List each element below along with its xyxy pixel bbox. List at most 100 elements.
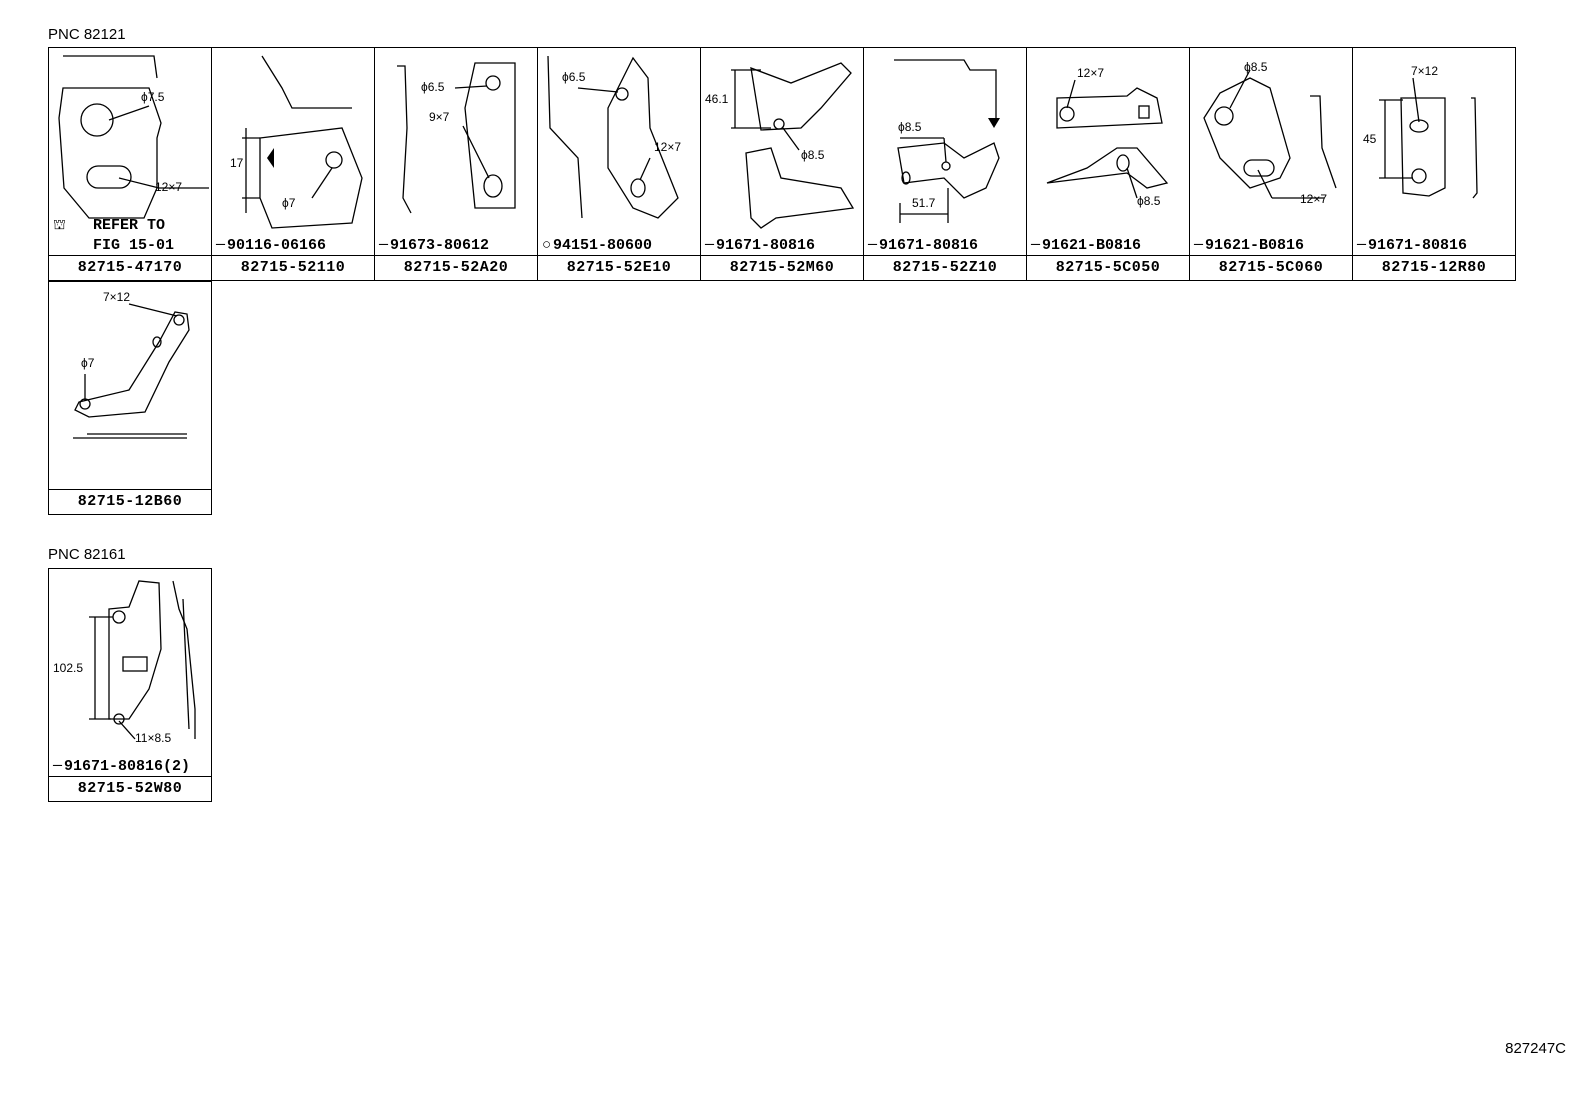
part-number: 82715-5C050 bbox=[1027, 255, 1189, 280]
bolt-icon: ─ bbox=[1031, 237, 1041, 254]
part-number: 82715-52M60 bbox=[701, 255, 863, 280]
dim-label: 51.7 bbox=[912, 196, 936, 210]
part-drawing: 7×12 45 bbox=[1353, 48, 1515, 255]
dim-label: 7×12 bbox=[1411, 64, 1439, 78]
part-drawing: 7×12 ϕ7 bbox=[49, 282, 211, 489]
bracket-drawing bbox=[242, 55, 363, 229]
part-drawing: 102.5 11×8.5 bbox=[49, 569, 211, 776]
part-number: 82715-52E10 bbox=[538, 255, 700, 280]
bolt-icon: ─ bbox=[1194, 237, 1204, 254]
part-drawing: ϕ6.5 9×7 bbox=[375, 48, 537, 255]
bracket-drawing bbox=[1379, 77, 1478, 199]
bracket-drawing bbox=[73, 303, 190, 439]
bolt-icon: ⛫ bbox=[53, 216, 66, 232]
dim-label: 11×8.5 bbox=[135, 731, 172, 745]
refer-line-2: FIG 15-01 bbox=[93, 237, 175, 254]
bolt-icon: ─ bbox=[705, 237, 715, 254]
bolt-icon: ─ bbox=[53, 758, 63, 775]
part-panel-82715-12B60[interactable]: 7×12 ϕ7 82715-12B60 bbox=[48, 281, 212, 515]
dim-label: ϕ7 bbox=[282, 196, 296, 210]
dim-label: 12×7 bbox=[1300, 192, 1328, 206]
refer-line-1: REFER TO bbox=[93, 217, 166, 234]
part-panel-82715-47170[interactable]: ϕ7.5 12×7 REFER TO FIG 15-01 ⛫ 82715-471… bbox=[48, 47, 212, 281]
part-number: 82715-47170 bbox=[49, 255, 211, 280]
dim-label: ϕ7.5 bbox=[141, 90, 165, 104]
dim-label: 17 bbox=[230, 156, 244, 170]
bracket-drawing bbox=[58, 55, 209, 219]
bolt-icon: ─ bbox=[1357, 237, 1367, 254]
dim-label: ϕ6.5 bbox=[421, 80, 445, 94]
part-number: 82715-52Z10 bbox=[864, 255, 1026, 280]
washer-icon: ○ bbox=[542, 237, 552, 254]
part-drawing: ϕ7.5 12×7 REFER TO FIG 15-01 ⛫ bbox=[49, 48, 211, 255]
dim-label: ϕ8.5 bbox=[1137, 194, 1161, 208]
dim-label: ϕ8.5 bbox=[898, 120, 922, 134]
fastener: ○94151-80600 bbox=[542, 237, 652, 254]
part-number: 82715-52W80 bbox=[49, 776, 211, 801]
bolt-icon: ─ bbox=[216, 237, 226, 254]
fastener-part-number: 91671-80816(2) bbox=[64, 758, 191, 775]
fastener: ─91671-80816 bbox=[705, 237, 815, 254]
fastener: ─91621-B0816 bbox=[1031, 237, 1141, 254]
dim-label: 12×7 bbox=[1077, 66, 1105, 80]
pnc-label-82121: PNC 82121 bbox=[48, 26, 126, 43]
fastener-part-number: 91671-80816 bbox=[1368, 237, 1468, 254]
part-drawing: 12×7 ϕ8.5 bbox=[1027, 48, 1189, 255]
dim-label: 12×7 bbox=[654, 140, 682, 154]
part-panel-82715-52M60[interactable]: 46.1 ϕ8.5 ─91671-80816 82715-52M60 bbox=[700, 47, 864, 281]
part-drawing: 17 ϕ7 bbox=[212, 48, 374, 255]
fastener-part-number: 91673-80612 bbox=[390, 237, 490, 254]
part-drawing: ϕ8.5 12×7 bbox=[1190, 48, 1352, 255]
dim-label: 45 bbox=[1363, 132, 1377, 146]
part-panel-82715-52E10[interactable]: ϕ6.5 12×7 ○94151-80600 82715-52E10 bbox=[537, 47, 701, 281]
bracket-drawing bbox=[731, 62, 855, 229]
fastener-part-number: 90116-06166 bbox=[227, 237, 327, 254]
dim-label: 46.1 bbox=[705, 92, 729, 106]
dim-label: 7×12 bbox=[103, 290, 131, 304]
fastener-part-number: 91621-B0816 bbox=[1042, 237, 1142, 254]
fastener-part-number: 91671-80816 bbox=[879, 237, 979, 254]
fastener-part-number: 94151-80600 bbox=[553, 237, 653, 254]
part-number: 82715-5C060 bbox=[1190, 255, 1352, 280]
dim-label: 102.5 bbox=[53, 661, 84, 675]
part-panel-82715-12R80[interactable]: 7×12 45 ─91671-80816 82715-12R80 bbox=[1352, 47, 1516, 281]
part-drawing: ϕ6.5 12×7 bbox=[538, 48, 700, 255]
fastener-part-number: 91621-B0816 bbox=[1205, 237, 1305, 254]
part-number: 82715-52110 bbox=[212, 255, 374, 280]
dim-label: ϕ7 bbox=[81, 356, 95, 370]
fastener: ─91671-80816 bbox=[868, 237, 978, 254]
bracket-drawing bbox=[1046, 79, 1169, 199]
part-panel-82715-5C050[interactable]: 12×7 ϕ8.5 ─91621-B0816 82715-5C050 bbox=[1026, 47, 1190, 281]
bracket-drawing bbox=[89, 580, 196, 740]
dim-label: 9×7 bbox=[429, 110, 450, 124]
dim-label: 12×7 bbox=[155, 180, 183, 194]
refer-note: REFER TO FIG 15-01 bbox=[93, 216, 174, 255]
bolt-icon: ─ bbox=[379, 237, 389, 254]
fastener: ─90116-06166 bbox=[216, 237, 326, 254]
part-panel-82715-52W80[interactable]: 102.5 11×8.5 ─91671-80816(2) 82715-52W80 bbox=[48, 568, 212, 802]
part-number: 82715-52A20 bbox=[375, 255, 537, 280]
bolt-icon: ─ bbox=[868, 237, 878, 254]
fastener: ─91673-80612 bbox=[379, 237, 489, 254]
part-panel-82715-52110[interactable]: 17 ϕ7 ─90116-06166 82715-52110 bbox=[211, 47, 375, 281]
fastener-part-number: 91671-80816 bbox=[716, 237, 816, 254]
figure-id: 827247C bbox=[1505, 1040, 1566, 1057]
part-panel-82715-5C060[interactable]: ϕ8.5 12×7 ─91621-B0816 82715-5C060 bbox=[1189, 47, 1353, 281]
part-panel-82715-52Z10[interactable]: ϕ8.5 51.7 ─91671-80816 82715-52Z10 bbox=[863, 47, 1027, 281]
bracket-drawing bbox=[1203, 69, 1337, 199]
bracket-drawing bbox=[547, 55, 679, 219]
part-drawing: ϕ8.5 51.7 bbox=[864, 48, 1026, 255]
part-number: 82715-12B60 bbox=[49, 489, 211, 514]
bracket-drawing bbox=[894, 59, 1000, 223]
fastener: ─91671-80816(2) bbox=[53, 758, 190, 775]
part-number: 82715-12R80 bbox=[1353, 255, 1515, 280]
part-panel-82715-52A20[interactable]: ϕ6.5 9×7 ─91673-80612 82715-52A20 bbox=[374, 47, 538, 281]
dim-label: ϕ8.5 bbox=[1244, 60, 1268, 74]
dim-label: ϕ8.5 bbox=[801, 148, 825, 162]
fastener: ─91621-B0816 bbox=[1194, 237, 1304, 254]
bracket-drawing bbox=[397, 62, 516, 214]
pnc-label-82161: PNC 82161 bbox=[48, 546, 126, 563]
fastener: ─91671-80816 bbox=[1357, 237, 1467, 254]
dim-label: ϕ6.5 bbox=[562, 70, 586, 84]
part-drawing: 46.1 ϕ8.5 bbox=[701, 48, 863, 255]
